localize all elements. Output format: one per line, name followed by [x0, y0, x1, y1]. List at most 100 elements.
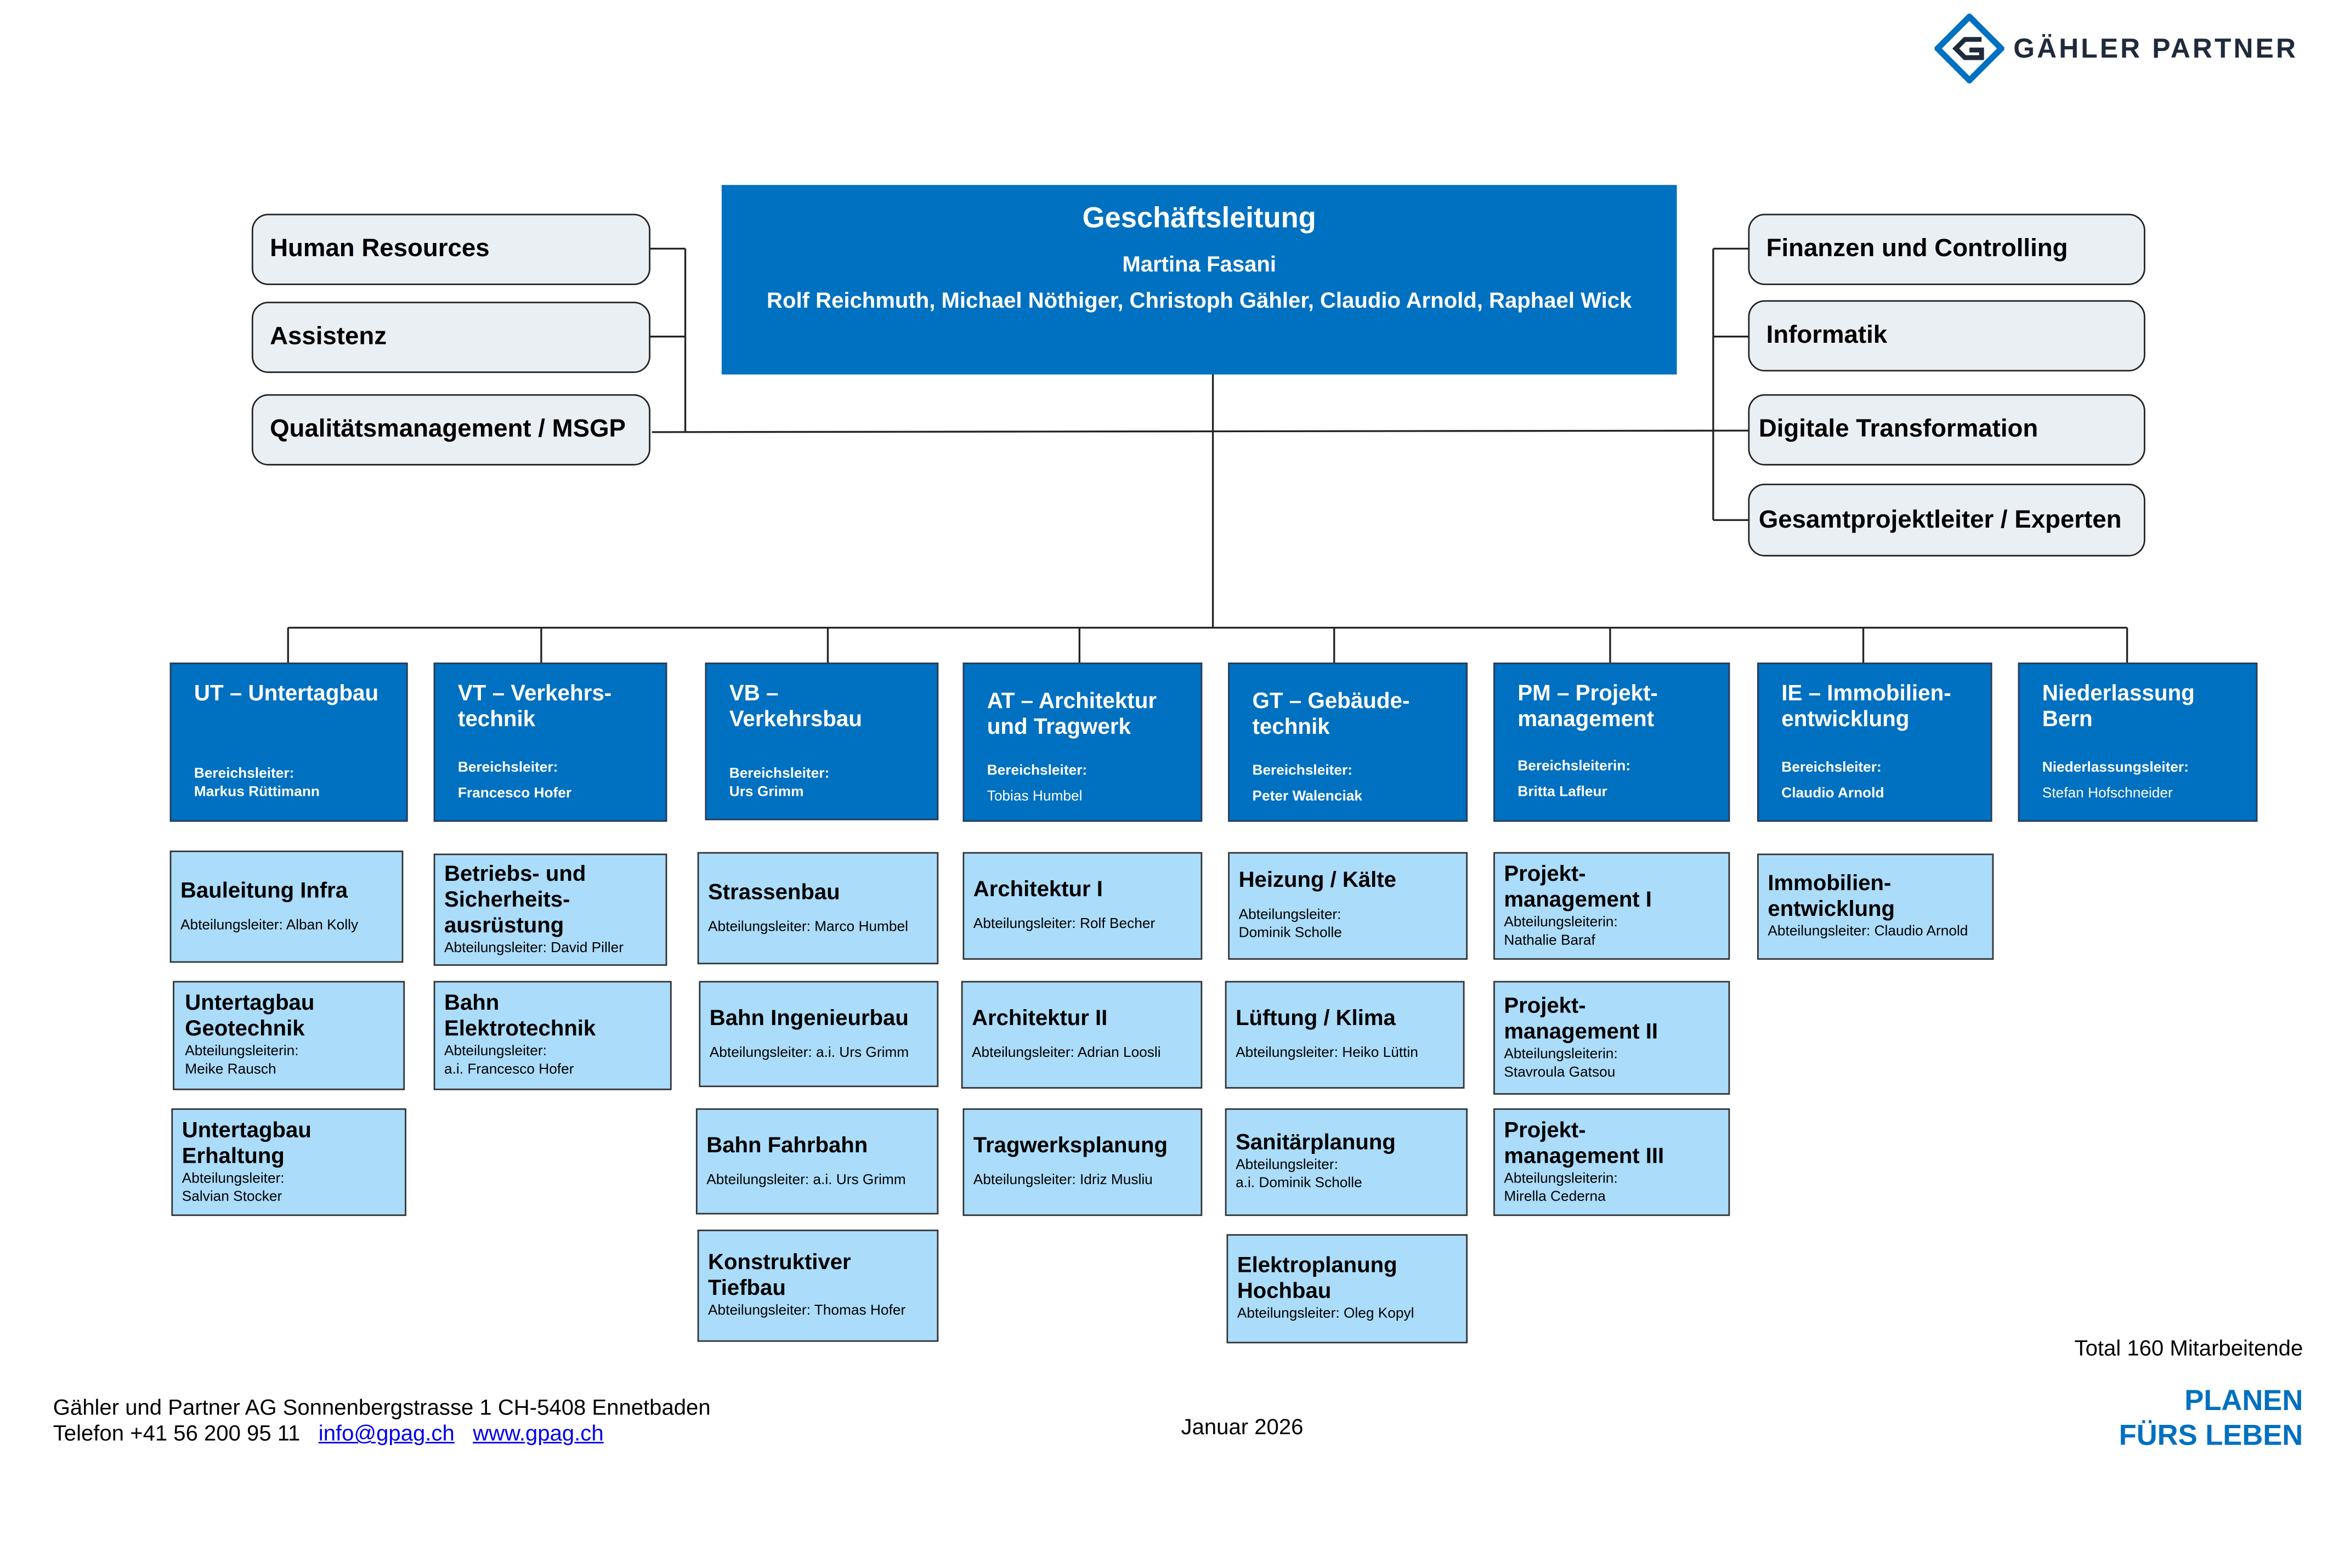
staff-finance: Finanzen und Controlling: [1748, 213, 2145, 285]
department-title: Projekt-management II: [1504, 994, 1658, 1044]
department-box: Lüftung / Klima Abteilungsleiter: Heiko …: [1225, 981, 1465, 1089]
department-title: Bahn Elektrotechnik: [444, 991, 596, 1042]
department-box: Bahn Ingenieurbau Abteilungsleiter: a.i.…: [699, 981, 939, 1088]
department-head: Abteilungsleiter:: [182, 1169, 285, 1187]
department-title: Bauleitung Infra: [180, 879, 348, 903]
department-head: Abteilungsleiter: Idriz Musliu: [973, 1171, 1153, 1189]
department-head: Abteilungsleiter: a.i. Urs Grimm: [709, 1044, 909, 1061]
department-head: Abteilungsleiter: Alban Kolly: [180, 916, 359, 933]
division-role: Bereichsleiter:: [729, 766, 830, 783]
staff-assistenz: Assistenz: [251, 302, 650, 373]
department-head: Abteilungsleiterin:: [1504, 1045, 1618, 1062]
department-head: Abteilungsleiterin:: [1504, 1169, 1618, 1187]
department-head: Dominik Scholle: [1238, 925, 1342, 942]
department-title: Strassenbau: [708, 880, 840, 905]
staff-digital-transformation: Digitale Transformation: [1748, 394, 2145, 466]
department-head: Abteilungsleiter: Thomas Hofer: [708, 1302, 906, 1320]
footer-phone: Telefon +41 56 200 95 11: [53, 1422, 301, 1447]
department-title: Bahn Fahrbahn: [706, 1133, 868, 1158]
department-title: Untertagbau Erhaltung: [182, 1118, 312, 1169]
division-title: VT – Verkehrs-technik: [457, 682, 612, 733]
department-head: Abteilungsleiter: Heiko Lüttin: [1236, 1044, 1418, 1062]
department-head: Abteilungsleiter: David Piller: [444, 939, 624, 956]
department-box: Heizung / Kälte Abteilungsleiter: Domini…: [1228, 852, 1468, 960]
department-head: Abteilungsleiter: Marco Humbel: [708, 918, 908, 935]
division-title: Niederlassung Bern: [2042, 682, 2195, 733]
executive-members: Rolf Reichmuth, Michael Nöthiger, Christ…: [767, 290, 1632, 314]
division-head: Claudio Arnold: [1781, 785, 1884, 802]
division-head: Britta Lafleur: [1517, 784, 1607, 801]
division-title: VB – Verkehrsbau: [729, 682, 862, 733]
department-box: Immobilien-entwicklung Abteilungsleiter:…: [1757, 853, 1994, 960]
department-head: Nathalie Baraf: [1504, 931, 1595, 949]
department-box: Architektur I Abteilungsleiter: Rolf Bec…: [962, 852, 1203, 960]
executive-title: Geschäftsleitung: [1082, 203, 1316, 235]
division-box: AT – Architektur und Tragwerk Bereichsle…: [962, 663, 1203, 822]
division-box: VT – Verkehrs-technik Bereichsleiter: Fr…: [433, 663, 667, 822]
department-head: a.i. Dominik Scholle: [1236, 1175, 1362, 1192]
department-box: Elektroplanung Hochbau Abteilungsleiter:…: [1226, 1234, 1468, 1344]
staff-project-leaders: Gesamtprojektleiter / Experten: [1748, 483, 2145, 557]
department-title: Konstruktiver Tiefbau: [708, 1250, 851, 1301]
department-box: Betriebs- und Sicherheits-ausrüstung Abt…: [433, 853, 667, 966]
company-logo-icon: [1933, 12, 2006, 85]
division-head: Peter Walenciak: [1252, 788, 1362, 805]
department-title: Projekt-management III: [1504, 1118, 1664, 1169]
department-box: Bauleitung Infra Abteilungsleiter: Alban…: [169, 850, 404, 963]
department-box: Untertagbau Geotechnik Abteilungsleiteri…: [173, 981, 405, 1090]
division-role: Niederlassungsleiter:: [2042, 760, 2189, 777]
division-role: Bereichsleiter:: [1252, 762, 1352, 779]
department-title: Projekt-management I: [1504, 862, 1652, 912]
department-head: a.i. Francesco Hofer: [444, 1061, 574, 1078]
division-title: IE – Immobilien-entwicklung: [1781, 682, 1951, 733]
division-title: AT – Architektur und Tragwerk: [987, 689, 1157, 740]
division-head: Francesco Hofer: [457, 785, 572, 802]
staff-human-resources: Human Resources: [251, 213, 650, 285]
division-head: Markus Rüttimann: [194, 784, 320, 801]
slogan-line-1: PLANEN: [2184, 1385, 2303, 1418]
department-box: Projekt-management I Abteilungsleiterin:…: [1493, 852, 1730, 960]
department-title: Architektur I: [973, 878, 1103, 902]
department-box: Projekt-management II Abteilungsleiterin…: [1493, 981, 1730, 1095]
department-head: Abteilungsleiter:: [1236, 1157, 1338, 1174]
footer-contact: Telefon +41 56 200 95 11 info@gpag.ch ww…: [53, 1422, 604, 1446]
division-role: Bereichsleiter:: [194, 766, 295, 783]
department-head: Abteilungsleiter:: [1238, 907, 1341, 924]
department-title: Untertagbau Geotechnik: [185, 991, 315, 1042]
department-title: Tragwerksplanung: [973, 1134, 1168, 1159]
department-box: Sanitärplanung Abteilungsleiter: a.i. Do…: [1225, 1108, 1468, 1216]
email-link[interactable]: info@gpag.ch: [318, 1422, 455, 1447]
department-head: Abteilungsleiter: Oleg Kopyl: [1237, 1305, 1414, 1322]
division-box: GT – Gebäude-technik Bereichsleiter: Pet…: [1228, 663, 1468, 822]
footer-address: Gähler und Partner AG Sonnenbergstrasse …: [53, 1396, 711, 1421]
staff-informatik: Informatik: [1748, 300, 2145, 372]
department-head: Abteilungsleiter: Rolf Becher: [973, 915, 1156, 933]
footer-date: Januar 2026: [1181, 1416, 1304, 1441]
department-title: Sanitärplanung: [1236, 1131, 1396, 1156]
division-title: GT – Gebäude-technik: [1252, 689, 1410, 740]
division-head: Tobias Humbel: [987, 788, 1083, 805]
division-box: UT – Untertagbau Bereichsleiter: Markus …: [169, 663, 408, 822]
website-link[interactable]: www.gpag.ch: [473, 1422, 604, 1447]
division-box: Niederlassung Bern Niederlassungsleiter:…: [2018, 663, 2258, 822]
department-title: Elektroplanung Hochbau: [1237, 1254, 1397, 1304]
slogan: PLANEN FÜRS LEBEN: [2031, 1384, 2303, 1454]
department-head: Stavroula Gatsou: [1504, 1063, 1616, 1080]
department-box: Projekt-management III Abteilungsleiteri…: [1493, 1108, 1730, 1216]
department-head: Meike Rausch: [185, 1061, 276, 1078]
department-title: Immobilien-entwicklung: [1768, 871, 1895, 922]
division-box: IE – Immobilien-entwicklung Bereichsleit…: [1757, 663, 1992, 822]
department-title: Heizung / Kälte: [1238, 869, 1396, 893]
division-role: Bereichsleiter:: [1781, 760, 1882, 777]
division-box: VB – Verkehrsbau Bereichsleiter: Urs Gri…: [705, 663, 939, 820]
division-role: Bereichsleiterin:: [1517, 758, 1631, 775]
division-role: Bereichsleiter:: [457, 760, 558, 777]
brand-name: GÄHLER PARTNER: [2013, 33, 2298, 64]
employee-total: Total 160 Mitarbeitende: [2074, 1337, 2303, 1362]
department-box: Architektur II Abteilungsleiter: Adrian …: [961, 981, 1203, 1089]
department-box: Untertagbau Erhaltung Abteilungsleiter: …: [171, 1108, 406, 1216]
department-box: Bahn Elektrotechnik Abteilungsleiter: a.…: [433, 981, 672, 1090]
division-head: Urs Grimm: [729, 784, 804, 801]
department-head: Abteilungsleiterin:: [185, 1043, 299, 1060]
